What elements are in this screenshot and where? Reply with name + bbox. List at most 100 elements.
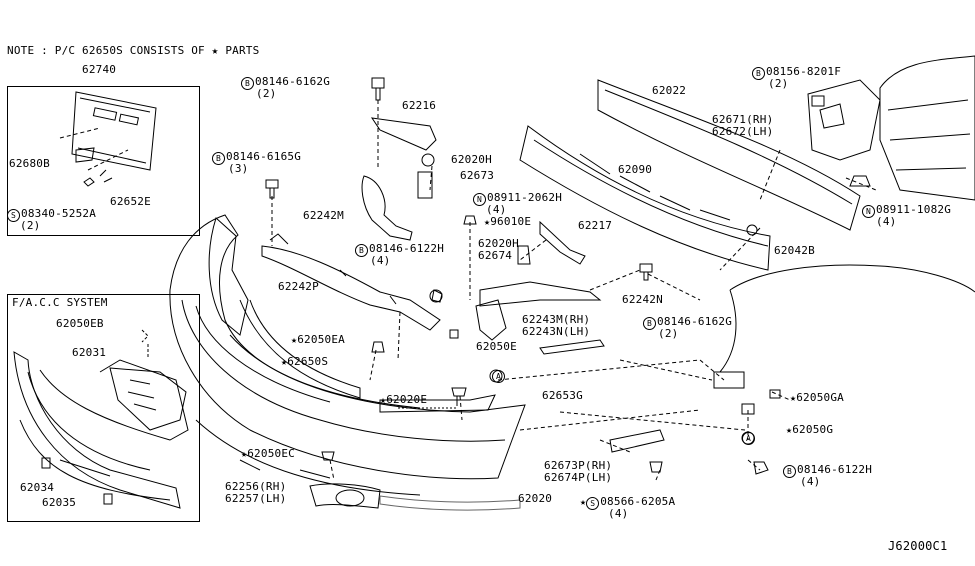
label-62740: 62740 <box>82 63 117 76</box>
label-08911-2062h-code: 08911-2062H <box>487 191 563 204</box>
acc-bumper-drawing <box>13 329 189 509</box>
label-62050ea: 62050EA <box>291 333 345 347</box>
label-08340-5252a-code: 08340-5252A <box>21 207 97 220</box>
label-62243n: 62243N(LH) <box>522 325 591 338</box>
label-62020: 62020 <box>518 492 553 505</box>
screw-symbol: S <box>7 209 20 222</box>
label-08146-6162g-right-code: 08146-6162G <box>657 315 733 328</box>
label-08156-8201f-code: 08156-8201F <box>766 65 842 78</box>
label-62034: 62034 <box>20 481 55 494</box>
label-62650s-code: 62650S <box>287 355 329 368</box>
label-62090: 62090 <box>618 163 653 176</box>
fasteners <box>265 77 871 475</box>
bumper-beam-drawing <box>519 55 975 271</box>
label-62050g-code: 62050G <box>792 423 834 436</box>
leader-lines <box>271 100 877 481</box>
label-08911-2062h-qty: (4) <box>486 203 507 216</box>
label-62020e: 62020E <box>380 393 428 407</box>
bolt-symbol: B <box>643 317 656 330</box>
label-62031: 62031 <box>72 346 107 359</box>
label-62257: 62257(LH) <box>225 492 287 505</box>
label-62022: 62022 <box>652 84 687 97</box>
label-62652e: 62652E <box>110 195 151 208</box>
label-08146-6122h-mid-qty: (4) <box>370 254 391 267</box>
label-96010e-code: 96010E <box>490 215 532 228</box>
nut-symbol: N <box>473 193 486 206</box>
label-62672: 62672(LH) <box>712 125 774 138</box>
label-08911-1082g-qty: (4) <box>876 215 897 228</box>
screw-symbol: S <box>586 497 600 510</box>
label-62020h-top: 62020H <box>451 153 492 166</box>
label-08146-6122h-mid-code: 08146-6122H <box>369 242 445 255</box>
label-62050ga: 62050GA <box>790 391 844 405</box>
label-62674: 62674 <box>478 249 513 262</box>
bolt-symbol: B <box>212 152 225 165</box>
label-62050ec-code: 62050EC <box>247 447 295 460</box>
acc-system-inset <box>7 294 200 522</box>
label-08340-5252a-qty: (2) <box>20 219 41 232</box>
label-62050ga-code: 62050GA <box>796 391 844 404</box>
label-62020h-mid: 62020H <box>478 237 519 250</box>
label-62650s: 62650S <box>281 355 329 369</box>
label-62680b: 62680B <box>9 157 50 170</box>
label-08156-8201f-qty: (2) <box>768 77 789 90</box>
label-08146-6162g-top-code: 08146-6162G <box>255 75 331 88</box>
label-62243m: 62243M(RH) <box>522 313 591 326</box>
label-62050eb: 62050EB <box>56 317 104 330</box>
label-62256: 62256(RH) <box>225 480 287 493</box>
nut-symbol: N <box>862 205 875 218</box>
bolt-symbol: B <box>783 465 796 478</box>
reinforcement-drawing <box>261 117 665 453</box>
label-08911-1082g-code: 08911-1082G <box>876 203 952 216</box>
label-08146-6122h-bot-qty: (4) <box>800 475 821 488</box>
label-62671: 62671(RH) <box>712 113 774 126</box>
note-text: NOTE : P/C 62650S CONSISTS OF ★ PARTS <box>7 44 260 57</box>
bolt-symbol: B <box>752 67 765 80</box>
label-62653g: 62653G <box>542 389 583 402</box>
label-62050ea-code: 62050EA <box>297 333 345 346</box>
label-08146-6122h-bot-code: 08146-6122H <box>797 463 873 476</box>
bumper-cover-drawing <box>169 214 526 511</box>
label-08566-6205a-code: 08566-6205A <box>600 495 676 508</box>
label-08566-6205a-qty: (4) <box>608 507 629 520</box>
label-62242n: 62242N <box>622 293 663 306</box>
label-08146-6162g-right-qty: (2) <box>658 327 679 340</box>
label-62035: 62035 <box>42 496 77 509</box>
fender-drawing <box>713 264 975 389</box>
license-plate-inset <box>7 86 200 236</box>
label-62050g: 62050G <box>786 423 834 437</box>
label-62042b: 62042B <box>774 244 815 257</box>
ref-a-upper: A <box>492 369 506 383</box>
label-08146-6165g-qty: (3) <box>228 162 249 175</box>
label-96010e: 96010E <box>484 215 532 229</box>
label-08146-6162g-top-qty: (2) <box>256 87 277 100</box>
label-62216: 62216 <box>402 99 437 112</box>
label-62242p: 62242P <box>278 280 319 293</box>
label-62673: 62673 <box>460 169 495 182</box>
label-08146-6165g-code: 08146-6165G <box>226 150 302 163</box>
license-plate-bracket-drawing <box>59 91 157 187</box>
ref-a-lower: A <box>742 431 756 445</box>
label-62674p: 62674P(LH) <box>544 471 613 484</box>
label-62673p: 62673P(RH) <box>544 459 613 472</box>
label-62242m: 62242M <box>303 209 344 222</box>
label-62020e-code: 62020E <box>386 393 428 406</box>
bolt-symbol: B <box>355 244 368 257</box>
label-62050ec: 62050EC <box>241 447 295 461</box>
label-62050e: 62050E <box>476 340 517 353</box>
label-62217: 62217 <box>578 219 613 232</box>
diagram-code: J62000C1 <box>888 539 948 553</box>
acc-system-title: F/A.C.C SYSTEM <box>12 296 108 309</box>
